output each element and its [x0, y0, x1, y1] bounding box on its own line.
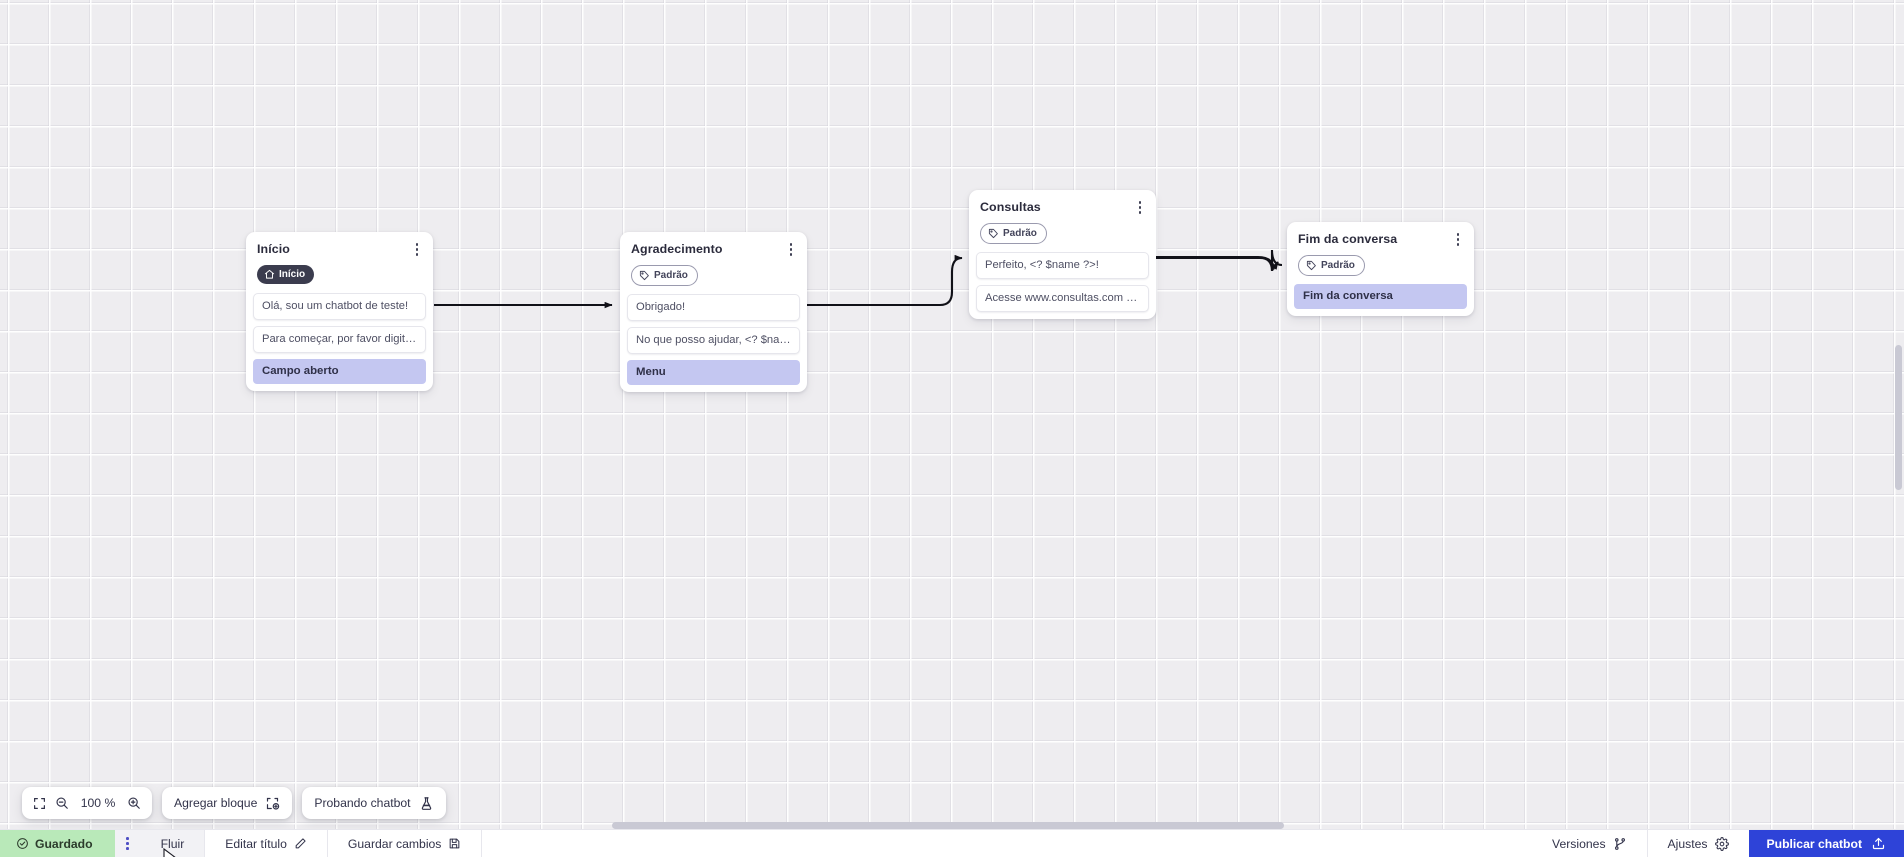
branch-icon: [1614, 837, 1625, 850]
node-header: Início: [246, 232, 433, 258]
edge-consultas-to-fim-visible: [1156, 255, 1279, 271]
node-badge-row: Padrão: [1287, 248, 1474, 276]
save-changes-button[interactable]: Guardar cambios: [328, 830, 483, 857]
edit-title-button[interactable]: Editar título: [205, 830, 328, 857]
saved-status-badge: Guardado: [0, 830, 115, 857]
node-badge-label: Padrão: [1003, 227, 1037, 239]
node-action-block[interactable]: Menu: [627, 360, 800, 385]
versions-label: Versiones: [1552, 836, 1606, 851]
node-body: Perfeito, <? $name ?>! Acesse www.consul…: [969, 244, 1156, 312]
node-menu-button[interactable]: [784, 241, 798, 258]
flow-node-agradecimento[interactable]: Agradecimento Padrão Obrigado! No que po…: [620, 232, 807, 392]
settings-button[interactable]: Ajustes: [1648, 830, 1749, 857]
add-block-label: Agregar bloque: [174, 796, 258, 810]
node-title: Fim da conversa: [1298, 232, 1398, 246]
node-menu-button[interactable]: [410, 241, 424, 258]
node-body: Olá, sou um chatbot de teste! Para começ…: [246, 285, 433, 384]
node-badge-label: Padrão: [1321, 259, 1355, 271]
tag-icon: [988, 228, 998, 239]
node-message[interactable]: Perfeito, <? $name ?>!: [976, 252, 1149, 279]
saved-status-label: Guardado: [35, 836, 93, 851]
add-block-button[interactable]: Agregar bloque: [162, 787, 293, 819]
add-block-icon: [267, 797, 280, 810]
flow-node-inicio[interactable]: Início Início Olá, sou um chatbot de tes…: [246, 232, 433, 391]
node-menu-button[interactable]: [1451, 231, 1465, 248]
check-circle-icon: [17, 838, 28, 849]
tag-icon: [1306, 260, 1316, 271]
node-badge-default[interactable]: Padrão: [1298, 255, 1365, 276]
node-action-block[interactable]: Campo aberto: [253, 359, 426, 384]
publish-chatbot-button[interactable]: Publicar chatbot: [1748, 830, 1904, 857]
zoom-out-icon: [56, 797, 68, 809]
node-title: Início: [257, 242, 290, 256]
versions-button[interactable]: Versiones: [1532, 830, 1648, 857]
zoom-in-icon: [128, 797, 140, 809]
node-header: Consultas: [969, 190, 1156, 216]
node-header: Fim da conversa: [1287, 222, 1474, 248]
tab-flow-label: Fluir: [160, 836, 185, 851]
node-badge-default[interactable]: Padrão: [631, 265, 698, 286]
test-chatbot-label: Probando chatbot: [314, 796, 411, 810]
fit-screen-button[interactable]: [33, 797, 46, 810]
home-icon: [264, 269, 275, 279]
fit-screen-icon: [34, 797, 45, 809]
tab-flow[interactable]: Fluir: [140, 830, 206, 857]
node-badge-label: Início: [279, 268, 306, 280]
floppy-disk-icon: [450, 838, 460, 849]
zoom-controls: 100 %: [22, 787, 152, 819]
node-message[interactable]: Olá, sou um chatbot de teste!: [253, 293, 426, 320]
node-badge-start[interactable]: Início: [257, 265, 315, 284]
horizontal-scrollbar[interactable]: [612, 822, 1284, 829]
statusbar-spacer: [482, 830, 1532, 857]
upload-icon: [1872, 837, 1885, 850]
node-title: Agradecimento: [631, 242, 723, 256]
node-badge-row: Padrão: [620, 258, 807, 286]
mouse-cursor: [163, 848, 176, 857]
zoom-level-value[interactable]: 100 %: [80, 796, 116, 810]
node-message[interactable]: No que posso ajudar, <? $name ...: [627, 327, 800, 354]
node-message[interactable]: Para começar, por favor digite o ...: [253, 326, 426, 353]
zoom-out-button[interactable]: [55, 796, 69, 810]
node-badge-default[interactable]: Padrão: [980, 223, 1047, 244]
node-message[interactable]: Acesse www.consultas.com par...: [976, 285, 1149, 312]
node-title: Consultas: [980, 200, 1041, 214]
node-header: Agradecimento: [620, 232, 807, 258]
node-badge-row: Início: [246, 258, 433, 285]
node-menu-button[interactable]: [1133, 199, 1147, 216]
flow-node-fim-da-conversa[interactable]: Fim da conversa Padrão Fim da conversa: [1287, 222, 1474, 316]
edge-consultas-to-fim: [1156, 249, 1283, 272]
flow-options-menu-button[interactable]: [114, 830, 141, 857]
zoom-in-button[interactable]: [127, 796, 141, 810]
vertical-scrollbar[interactable]: [1895, 345, 1902, 490]
edge-agradecimento-to-consultas: [804, 254, 963, 307]
gear-icon: [1714, 836, 1729, 851]
node-body: Fim da conversa: [1287, 276, 1474, 309]
node-badge-label: Padrão: [654, 269, 688, 281]
node-body: Obrigado! No que posso ajudar, <? $name …: [620, 286, 807, 385]
canvas-toolbar: 100 % Agregar bloque Probando chatbot: [22, 787, 446, 819]
tag-icon: [639, 270, 649, 281]
node-action-block[interactable]: Fim da conversa: [1294, 284, 1467, 309]
status-bar: Guardado Fluir Editar título Guardar cam…: [0, 829, 1904, 857]
settings-label: Ajustes: [1667, 836, 1708, 851]
edit-title-label: Editar título: [225, 836, 287, 851]
node-message[interactable]: Obrigado!: [627, 294, 800, 321]
node-badge-row: Padrão: [969, 216, 1156, 244]
test-chatbot-button[interactable]: Probando chatbot: [302, 787, 446, 819]
publish-chatbot-label: Publicar chatbot: [1766, 836, 1862, 851]
pencil-icon: [295, 838, 306, 849]
save-changes-label: Guardar cambios: [347, 836, 442, 851]
flow-node-consultas[interactable]: Consultas Padrão Perfeito, <? $name ?>! …: [969, 190, 1156, 319]
flask-icon: [421, 796, 431, 810]
